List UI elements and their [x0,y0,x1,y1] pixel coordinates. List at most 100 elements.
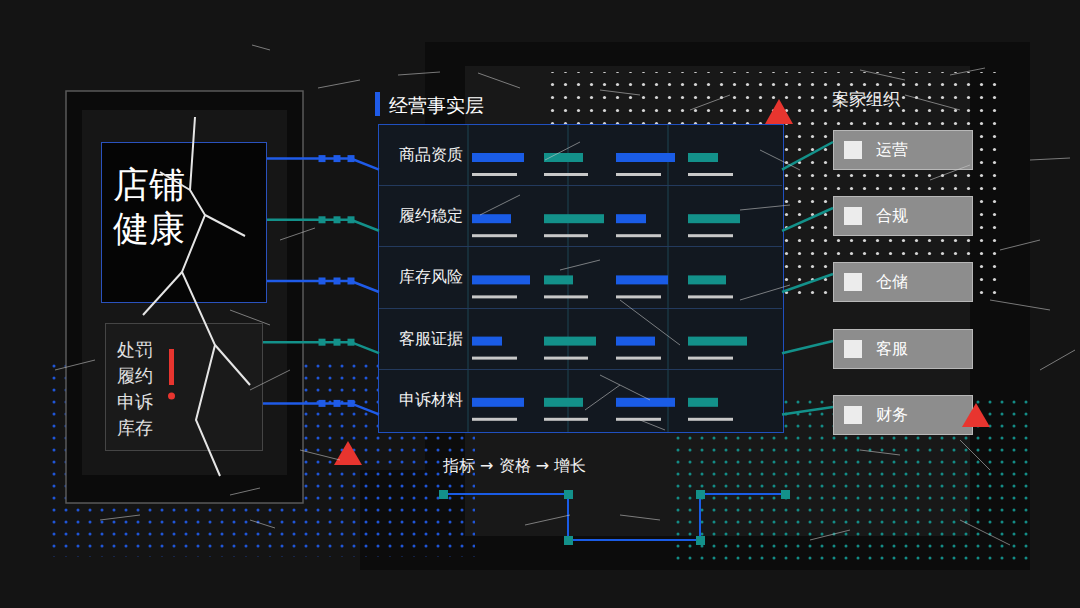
connector-line [782,208,833,231]
scratch-lines [478,73,520,88]
wire-graph [696,536,705,545]
scratch-lines [1040,350,1075,370]
connector-line [782,341,833,353]
heading-bar [375,92,380,116]
metric-bars [544,295,588,298]
team-label: 客服 [876,339,908,360]
metric-bars [472,153,524,162]
table-grid [468,125,668,432]
scratch-lines [960,440,990,470]
fact-table: 经营事实层商品资质履约稳定库存风险客服证据申诉材料 [378,124,784,433]
left-panel-frame [82,110,287,475]
metric-bars [544,398,583,407]
metric-bars [616,234,661,237]
connector-node-square [334,339,341,346]
wire-graph [564,536,573,545]
team-box: 运营 [833,130,973,170]
scratch-lines [640,420,665,430]
metric-bars [688,337,747,346]
team-label: 运营 [876,140,908,161]
metric-bars [544,337,596,346]
metric-bars [472,153,733,176]
team-label: 仓储 [876,272,908,293]
wire-graph [781,490,790,499]
metric-bars [544,357,588,360]
metric-bars [472,337,502,346]
connector [263,339,379,354]
metric-bars [472,153,747,421]
connector-line [267,159,379,170]
metric-bars [616,275,668,284]
connector-line [782,407,833,414]
metric-bars [472,398,524,407]
metric-bars [544,153,583,162]
flow-caption: 指标 → 资格 → 增长 [443,456,586,477]
warning-triangle [962,403,990,427]
metric-bars [544,234,588,237]
scratch-lines [950,68,985,75]
scratch-lines [860,450,900,455]
scratch-lines [560,260,600,270]
scratch-lines [55,45,1075,545]
warning-triangle [334,441,362,465]
wire-graph [439,490,790,545]
scratch-lines [252,45,270,50]
metric-bars [688,214,740,223]
checkbox [844,340,862,358]
team-label: 财务 [876,405,908,426]
team-box: 客服 [833,329,973,369]
connector-node-square [334,400,341,407]
group-heading: 案家组织 [832,88,900,111]
scratch-lines [760,150,800,170]
scratch-lines [55,360,95,370]
connector-node-square [348,277,355,284]
warning-triangle [334,99,990,465]
checkbox [844,406,862,424]
metric-bars [616,418,661,421]
table-row: 库存风险 [379,247,782,308]
crack-lines [215,345,250,385]
alert-mark [169,349,174,385]
connector-line [782,142,833,170]
scratch-lines [100,515,140,520]
row-label: 履约稳定 [399,206,463,227]
metric-bars [472,295,517,298]
scratch-lines [740,205,790,210]
table-row: 客服证据 [379,309,782,370]
scratch-lines [398,72,440,75]
connector-node-square [319,216,326,223]
metric-bars [472,214,740,237]
metric-bars [688,357,733,360]
metric-bars [688,398,718,407]
wire-graph [439,490,448,499]
metric-bars [472,173,517,176]
metric-bars [616,398,675,407]
metric-bars [544,275,573,284]
row-label: 商品资质 [399,145,463,166]
metric-bars [616,153,675,162]
metric-bars [472,357,517,360]
table-fill [378,124,784,433]
scratch-lines [600,90,640,95]
wire-graph [443,494,785,540]
crack-lines [160,172,190,190]
alert-mark [168,393,175,400]
scratch-lines [690,95,730,110]
scratch-lines [1000,240,1040,250]
scratch-lines [990,300,1050,310]
alert-mark [168,349,175,400]
table-grid [468,125,469,432]
metric-bars [544,173,588,176]
left-panel-frame [66,91,303,503]
scratch-lines [620,515,660,520]
metric-bars [688,153,718,162]
crack-lines [143,272,182,315]
connector [782,208,833,231]
scratch-lines [585,385,620,410]
scratch-lines [250,520,275,528]
connector-node-square [319,339,326,346]
warning-triangle [765,99,793,124]
